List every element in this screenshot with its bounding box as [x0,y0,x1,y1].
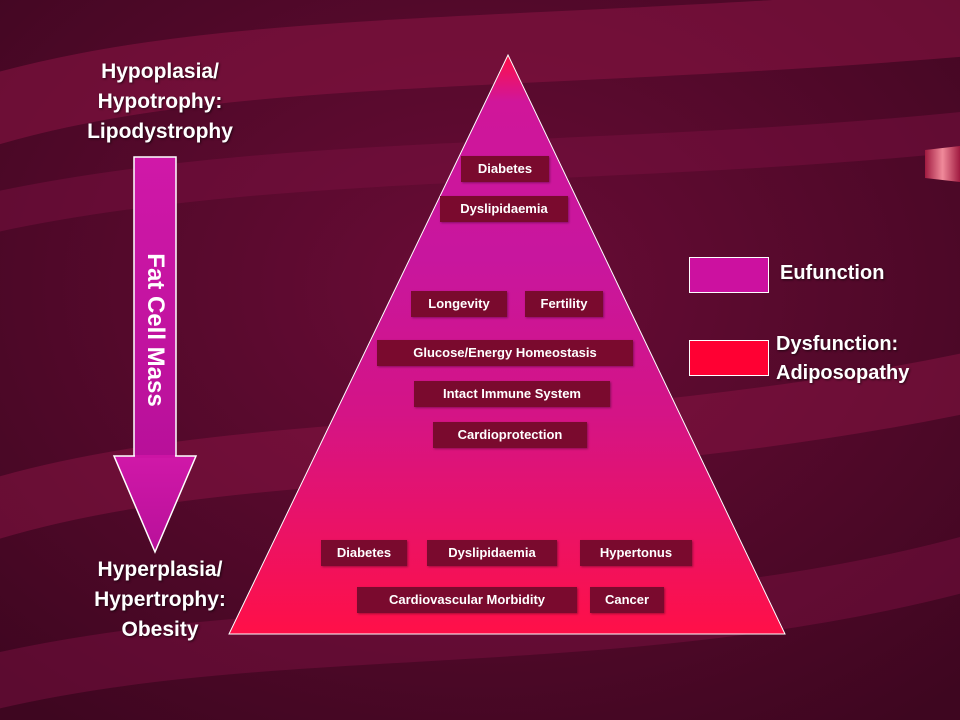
box-diabetes-top: Diabetes [461,156,549,182]
legend-label-dysfunction: Dysfunction: Adiposopathy [776,330,909,388]
box-diabetes-bottom: Diabetes [321,540,407,566]
corner-tab-shape [925,146,960,182]
box-glucose-energy-homeostasis: Glucose/Energy Homeostasis [377,340,633,366]
legend-label-eufunction: Eufunction [780,262,885,284]
box-cardioprotection: Cardioprotection [433,422,587,448]
legend-dysfunction-line-1: Dysfunction: [776,333,899,355]
box-fertility: Fertility [525,291,603,317]
box-cardiovascular-morbidity: Cardiovascular Morbidity [357,587,577,613]
bottom-label-line-1: Hyperplasia/ [97,558,223,581]
legend-dysfunction-line-2: Adiposopathy [776,362,910,384]
box-longevity: Longevity [411,291,507,317]
top-label-line-2: Hypotrophy: [97,90,223,113]
legend-swatch-eufunction [689,257,769,293]
bottom-label-line-3: Obesity [121,618,199,641]
fat-cell-mass-label: Fat Cell Mass [142,253,169,407]
bottom-label-line-2: Hypertrophy: [94,588,226,611]
box-cancer: Cancer [590,587,664,613]
box-intact-immune-system: Intact Immune System [414,381,610,407]
box-dyslipidaemia-bottom: Dyslipidaemia [427,540,557,566]
bottom-label-obesity: Hyperplasia/ Hypertrophy: Obesity [40,555,280,645]
box-hypertonus: Hypertonus [580,540,692,566]
top-label-line-1: Hypoplasia/ [101,60,219,83]
top-label-lipodystrophy: Hypoplasia/ Hypotrophy: Lipodystrophy [40,57,280,147]
fat-cell-mass-arrow [112,156,198,554]
legend-swatch-dysfunction [689,340,769,376]
box-dyslipidaemia-top: Dyslipidaemia [440,196,568,222]
top-label-line-3: Lipodystrophy [87,120,233,143]
